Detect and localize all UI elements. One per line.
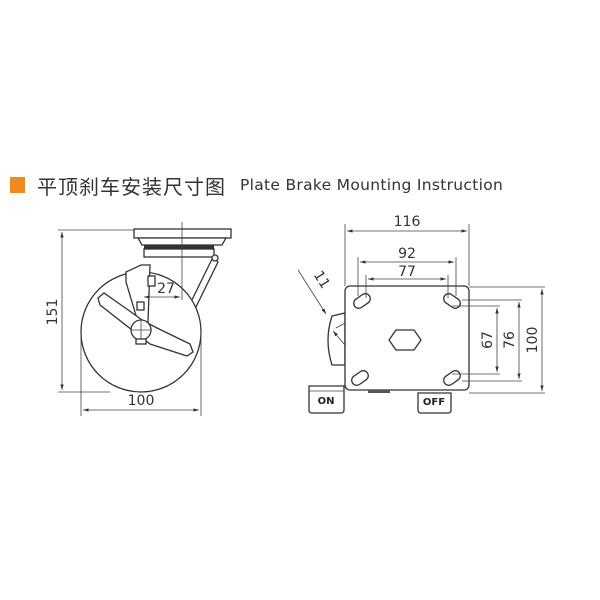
section-header: 平顶刹车安装尺寸图 Plate Brake Mounting Instructi… xyxy=(10,171,503,199)
orange-square-bullet-icon xyxy=(10,177,25,193)
center-hole xyxy=(388,329,422,351)
dim-height: 151 xyxy=(45,299,61,326)
dim-angle: 11 xyxy=(310,268,333,292)
dim-hole-span-inner-x: 77 xyxy=(398,264,416,280)
pedal-on xyxy=(308,385,345,414)
top-view-plate: ON OFF 116 92 77 11 67 76 xyxy=(297,214,545,414)
side-view-caster: 151 100 27 xyxy=(45,222,232,416)
title-chinese: 平顶刹车安装尺寸图 xyxy=(37,174,226,199)
dim-plate-width: 116 xyxy=(394,214,421,230)
dim-hole-span-inner-y: 67 xyxy=(480,331,496,349)
dim-hole-span-outer-x: 92 xyxy=(398,246,416,262)
pedal-off xyxy=(417,392,452,414)
dim-plate-length: 100 xyxy=(525,327,541,354)
pedal-off-label: OFF xyxy=(423,397,445,408)
top-plate xyxy=(133,228,232,239)
pedal-on-label: ON xyxy=(318,396,335,407)
title-english: Plate Brake Mounting Instruction xyxy=(240,176,504,194)
dim-wheel-diameter: 100 xyxy=(128,393,155,409)
dim-hole-span-outer-y: 76 xyxy=(502,331,518,349)
dim-offset: 27 xyxy=(157,281,175,297)
